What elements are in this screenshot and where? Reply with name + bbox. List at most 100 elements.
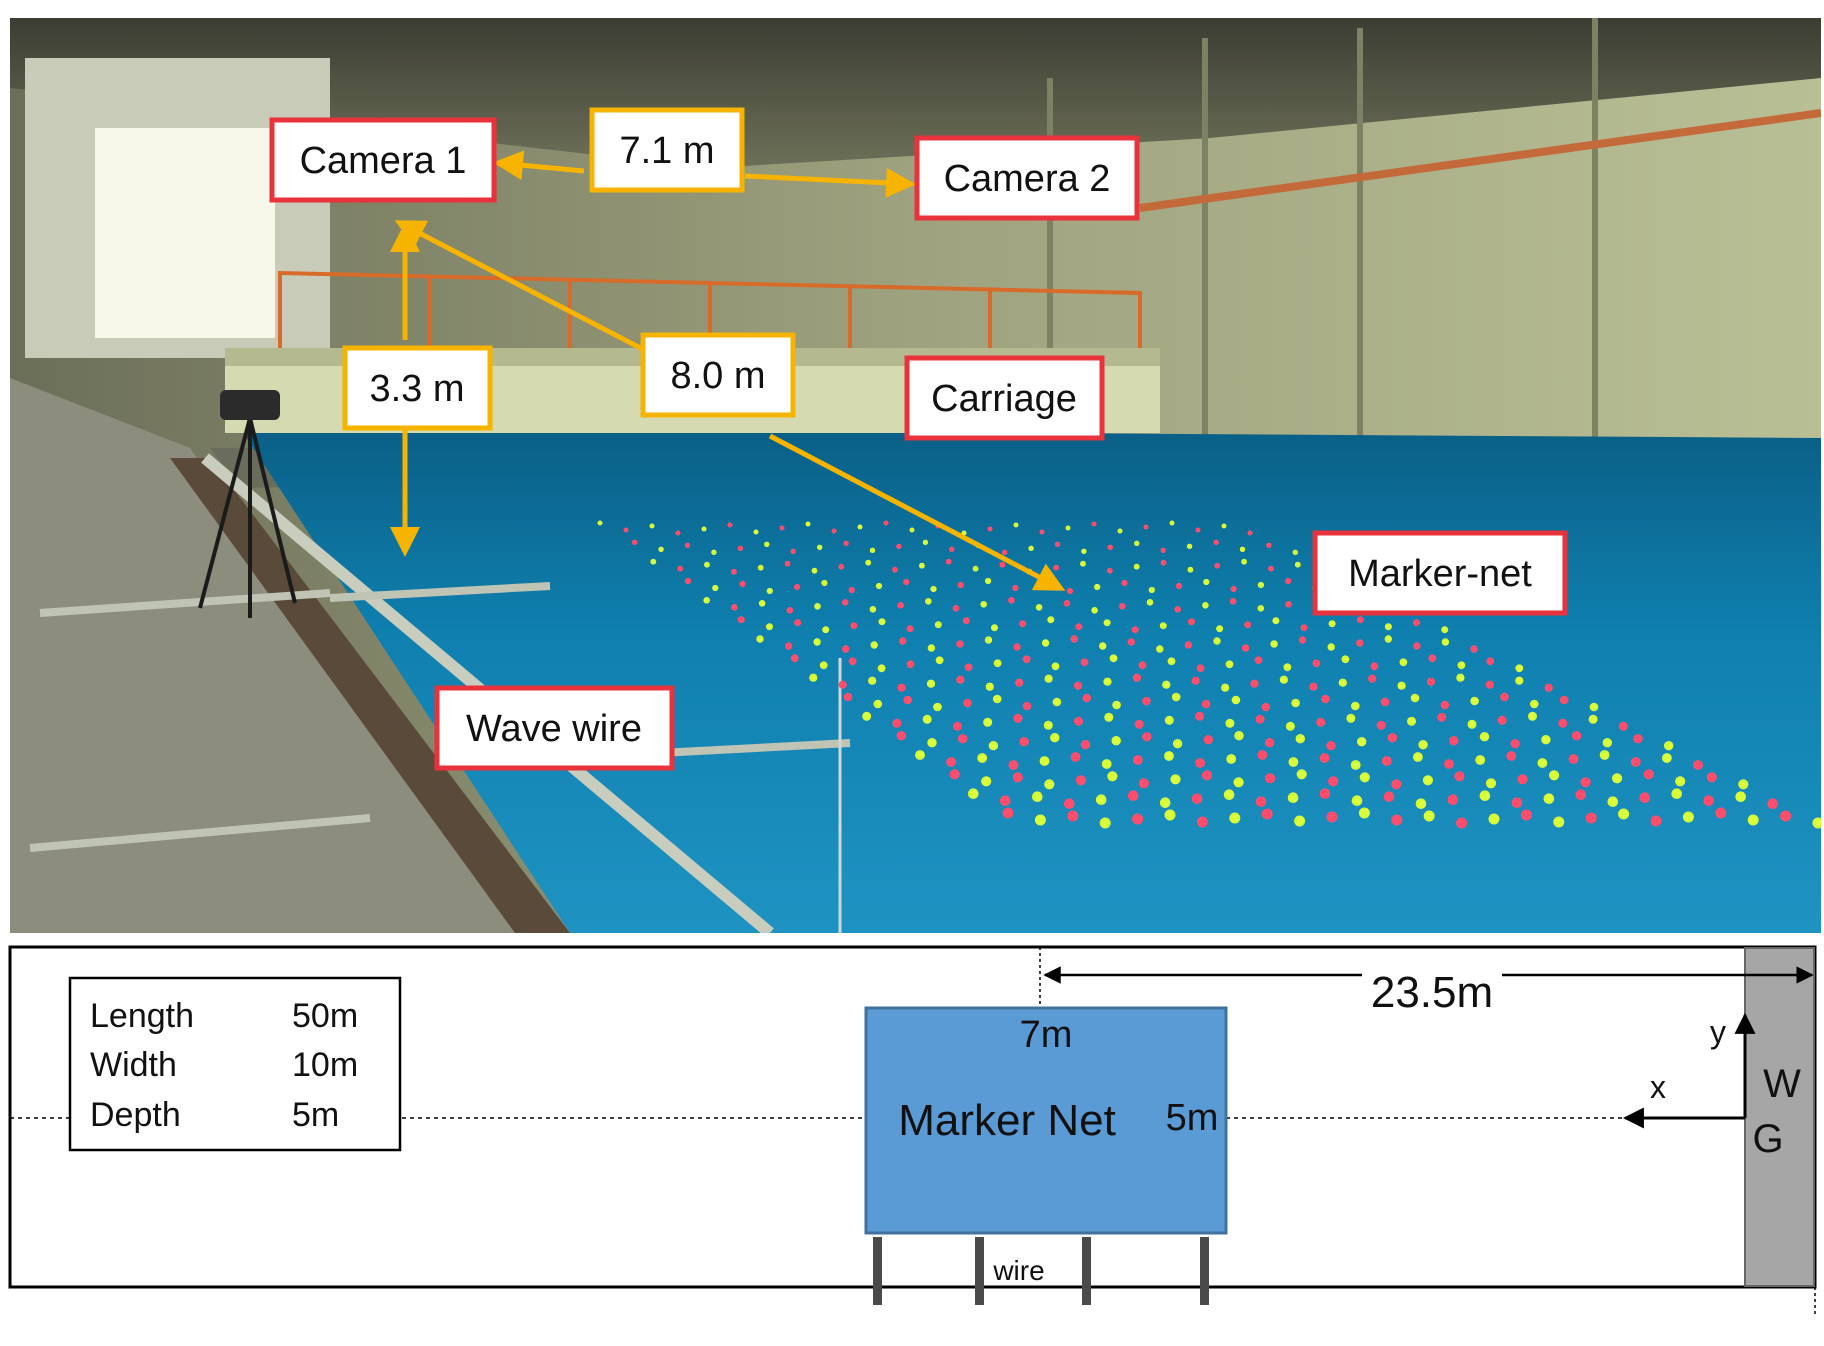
marker-dot — [1164, 751, 1174, 761]
marker-dot — [1039, 529, 1045, 535]
marker-dot — [949, 769, 960, 780]
marker-dot — [1384, 635, 1393, 643]
marker-dot — [1022, 701, 1032, 711]
side-booms — [29, 582, 851, 852]
marker-dot — [896, 731, 906, 741]
marker-dot — [1164, 809, 1176, 821]
marker-dot — [1265, 773, 1276, 784]
marker-dot — [703, 597, 710, 604]
marker-dot — [1132, 755, 1143, 765]
marker-dot — [1467, 719, 1477, 729]
marker-dot — [1028, 545, 1034, 551]
marker-dot — [1309, 682, 1318, 691]
marker-dot — [1255, 796, 1267, 807]
marker-dot — [1008, 760, 1019, 770]
marker-dot — [838, 680, 847, 689]
marker-dot — [677, 565, 684, 572]
marker-dot — [766, 623, 773, 631]
marker-dot — [993, 659, 1002, 668]
marker-dot — [1013, 713, 1023, 723]
marker-dot — [870, 641, 878, 649]
marker-dot — [927, 738, 937, 748]
marker-dot — [1437, 712, 1447, 722]
marker-dot — [897, 683, 906, 692]
marker-dot — [753, 529, 759, 535]
marker-dot — [1050, 733, 1060, 743]
marker-dot — [1103, 619, 1111, 627]
marker-dot — [1034, 814, 1046, 826]
marker-dot — [1356, 639, 1364, 647]
marker-dot — [1359, 772, 1370, 783]
marker-dot — [934, 621, 942, 629]
marker-dot — [1356, 616, 1364, 624]
marker-dot — [1019, 620, 1027, 628]
wall-beams — [1047, 18, 1598, 468]
marker-dot — [1664, 741, 1674, 751]
marker-dot — [1553, 816, 1565, 828]
x-axis-label: x — [1650, 1069, 1666, 1105]
marker-dot — [1261, 808, 1273, 820]
spec-name: Depth — [90, 1096, 181, 1134]
marker-dot — [927, 644, 936, 652]
marker-dot — [597, 520, 603, 526]
marker-dot — [1159, 797, 1171, 808]
marker-dot — [980, 601, 987, 608]
marker-dot — [964, 663, 973, 672]
marker-dot — [1612, 773, 1623, 784]
marker-dot — [983, 717, 993, 727]
distance-text: 8.0 m — [670, 355, 765, 397]
distance-label: 23.5m — [1371, 968, 1493, 1017]
marker-dot — [935, 656, 944, 665]
marker-dot — [892, 566, 898, 573]
marker-dot — [1568, 754, 1579, 764]
label-text: Carriage — [931, 378, 1077, 420]
marker-dot — [1295, 734, 1306, 744]
marker-dot — [1044, 674, 1053, 683]
marker-dot — [1013, 522, 1019, 528]
marker-dot — [831, 528, 837, 534]
marker-dot — [992, 694, 1002, 704]
marker-dot — [1633, 734, 1643, 744]
label-text: Camera 1 — [300, 140, 467, 182]
wire-label: wire — [992, 1255, 1044, 1286]
marker-dot — [985, 682, 994, 691]
marker-dot — [1164, 715, 1174, 725]
marker-dot — [903, 695, 912, 705]
marker-dot — [1738, 779, 1749, 790]
wave-wires — [873, 1237, 1209, 1305]
marker-dot — [1202, 602, 1209, 609]
marker-dot — [1296, 769, 1307, 780]
marker-dot — [1350, 760, 1361, 770]
marker-dot — [1662, 753, 1672, 763]
marker-dot — [1812, 817, 1821, 829]
marker-dot — [1486, 657, 1495, 666]
distance-label-7-1: 7.1 m — [589, 107, 745, 193]
marker-dot — [1447, 794, 1459, 805]
marker-dot — [909, 527, 915, 533]
marker-dot — [712, 584, 719, 592]
marker-dot — [1643, 769, 1654, 780]
marker-dot — [922, 714, 932, 724]
marker-dot — [790, 548, 796, 554]
marker-dot — [1066, 587, 1073, 595]
marker-dot — [925, 598, 932, 605]
marker-dot — [1588, 714, 1598, 724]
marker-dot — [1261, 702, 1271, 712]
marker-dot — [1195, 711, 1205, 721]
marker-dot — [1549, 770, 1560, 781]
marker-dot — [727, 522, 733, 528]
marker-dot — [1479, 732, 1490, 742]
marker-dot — [1213, 539, 1219, 545]
marker-dot — [1530, 699, 1539, 709]
marker-dot — [1618, 808, 1630, 820]
marker-dot — [1316, 717, 1326, 727]
marker-dot — [1203, 578, 1210, 586]
marker-dot — [1265, 738, 1275, 748]
marker-dot — [1470, 645, 1478, 653]
marker-dot — [1279, 675, 1288, 684]
marker-dot — [1188, 618, 1195, 626]
label-camera-1: Camera 1 — [269, 117, 497, 203]
marker-dot — [1143, 524, 1149, 530]
marker-dot — [1370, 662, 1379, 671]
marker-dot — [1780, 810, 1792, 822]
